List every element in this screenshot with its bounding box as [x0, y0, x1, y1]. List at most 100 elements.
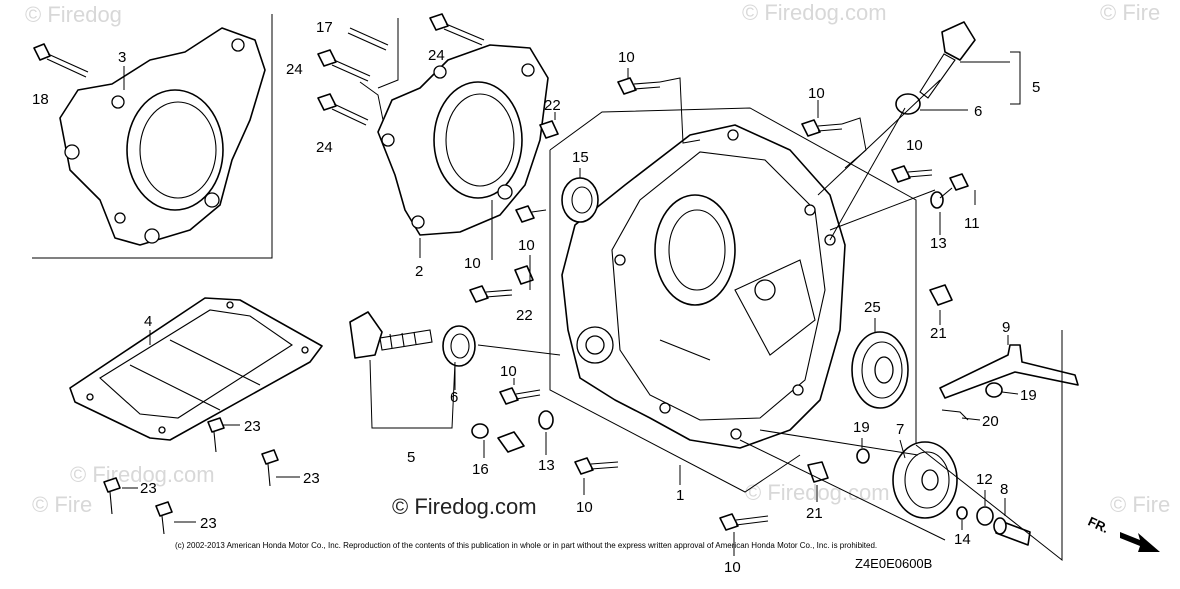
part-23-bolt-left: [103, 477, 121, 515]
part-14-clip: [956, 506, 968, 520]
part-1-crankcase: [561, 124, 846, 449]
watermark-center: © Firedog.com: [392, 494, 537, 519]
callout-4: 4: [144, 313, 152, 330]
callout-7: 7: [896, 421, 904, 438]
part-10-bolt-right: [891, 165, 933, 183]
part-15-seal: [561, 177, 599, 223]
part-5-dipstick-right: [919, 21, 976, 99]
callout-2: 2: [415, 263, 423, 280]
part-22-dowel-lower: [514, 265, 534, 285]
callout-8: 8: [1000, 481, 1008, 498]
part-10-bolt-mid: [515, 205, 547, 223]
part-4-plate: [69, 297, 323, 441]
callout-18: 18: [32, 91, 49, 108]
part-10-bolt-bottom: [574, 457, 619, 475]
part-7-gear: [892, 441, 958, 519]
callout-24-bottom: 24: [316, 139, 333, 156]
crankcase-outline-guide: [549, 107, 917, 445]
crankcase-bottom-guide: [549, 150, 801, 493]
watermark-right: © Fire: [1110, 492, 1170, 517]
callout-5-left: 5: [407, 449, 415, 466]
part-3-bracket: [32, 14, 273, 259]
callout-5-right: 5: [1032, 79, 1040, 96]
part-19-washer-upper: [985, 382, 1003, 398]
part-23-bolt-right: [207, 417, 225, 453]
callout-15: 15: [572, 149, 589, 166]
watermark-left: © Fire: [32, 492, 92, 517]
part-13-washer-upper: [930, 191, 944, 209]
callout-labels: 3 18 17 24 24 24 2 4 22 22 15 10 10 10 1…: [32, 19, 1040, 576]
callout-14: 14: [954, 531, 971, 548]
watermark-top-right: © Fire: [1100, 0, 1160, 25]
part-21-dowel-upper: [929, 284, 953, 306]
callout-17: 17: [316, 19, 333, 36]
callout-10-bottom: 10: [576, 499, 593, 516]
part-10-bolt-top: [617, 77, 661, 95]
part-18-bolt: [33, 43, 89, 78]
callout-11: 11: [964, 215, 980, 232]
callout-10-right: 10: [906, 137, 923, 154]
callout-13-upper: 13: [930, 235, 947, 252]
part-11-bolt: [939, 173, 969, 199]
part-24-bolt-top: [429, 13, 485, 46]
callout-23-left: 23: [140, 480, 157, 497]
callout-10-mid: 10: [518, 237, 535, 254]
part-10-bolt-upper-right: [801, 119, 843, 137]
callout-19-right: 19: [1020, 387, 1037, 404]
part-12-washer: [976, 506, 994, 526]
callout-21-lower: 21: [806, 505, 823, 522]
diagram-code: Z4E0E0600B: [855, 556, 932, 571]
part-23-bolt-mid: [261, 449, 279, 487]
callout-24-middle: 24: [286, 61, 303, 78]
part-20-pin: [941, 409, 969, 421]
part-24-bolt-middle: [317, 49, 371, 82]
part-24-bracket: [359, 81, 384, 121]
callout-12: 12: [976, 471, 993, 488]
callout-23-bottom: 23: [200, 515, 217, 532]
watermark-mid-left: © Firedog.com: [70, 462, 215, 487]
callout-10-bottom-right: 10: [724, 559, 741, 576]
part-10-bolt-bottom-right: [719, 513, 769, 531]
part-24-bolt-bottom: [317, 93, 369, 126]
part-22-dowel-upper: [539, 120, 559, 139]
part-9-lever: [939, 344, 1079, 399]
copyright-notice: (c) 2002-2013 American Honda Motor Co., …: [175, 541, 877, 550]
part-25-bearing: [851, 331, 909, 409]
callout-24-top: 24: [428, 47, 445, 64]
callout-6-left: 6: [450, 389, 458, 406]
callout-10-top: 10: [618, 49, 635, 66]
part-17-bolt: [347, 27, 389, 51]
part-10-bolt-lower-left: [469, 285, 513, 303]
front-arrow-icon: [1120, 532, 1160, 552]
callout-1: 1: [676, 487, 684, 504]
callout-3: 3: [118, 49, 126, 66]
callout-25: 25: [864, 299, 881, 316]
callout-21-upper: 21: [930, 325, 947, 342]
part-8-shaft: [993, 517, 1031, 546]
callout-22-lower: 22: [516, 307, 533, 324]
callout-16: 16: [472, 461, 489, 478]
leader-lines: [122, 51, 1063, 562]
part-23-bolt-bottom: [155, 501, 173, 535]
part-6-washer-right: [895, 93, 921, 115]
part-2-mount-casting: [377, 44, 549, 236]
callout-9: 9: [1002, 319, 1010, 336]
callout-22-upper: 22: [544, 97, 561, 114]
watermark-top-center: © Firedog.com: [742, 0, 887, 25]
front-arrow-label: FR.: [1086, 514, 1111, 536]
callout-10-upper-right: 10: [808, 85, 825, 102]
front-arrow: FR.: [1086, 514, 1160, 552]
part-6-seal-left: [442, 325, 476, 367]
callout-10-left: 10: [500, 363, 517, 380]
part-13-washer-lower: [538, 410, 554, 430]
callout-10-lower-left: 10: [464, 255, 481, 272]
callout-13-lower: 13: [538, 457, 555, 474]
part-16-washer: [471, 423, 489, 439]
callout-19-lower: 19: [853, 419, 870, 436]
callout-6-right: 6: [974, 103, 982, 120]
watermark-top-left: © Firedog: [25, 2, 122, 27]
callout-20: 20: [982, 413, 999, 430]
part-21-dowel-lower: [807, 461, 829, 483]
callout-23-mid: 23: [303, 470, 320, 487]
part-5-oil-cap-left: [349, 311, 433, 359]
